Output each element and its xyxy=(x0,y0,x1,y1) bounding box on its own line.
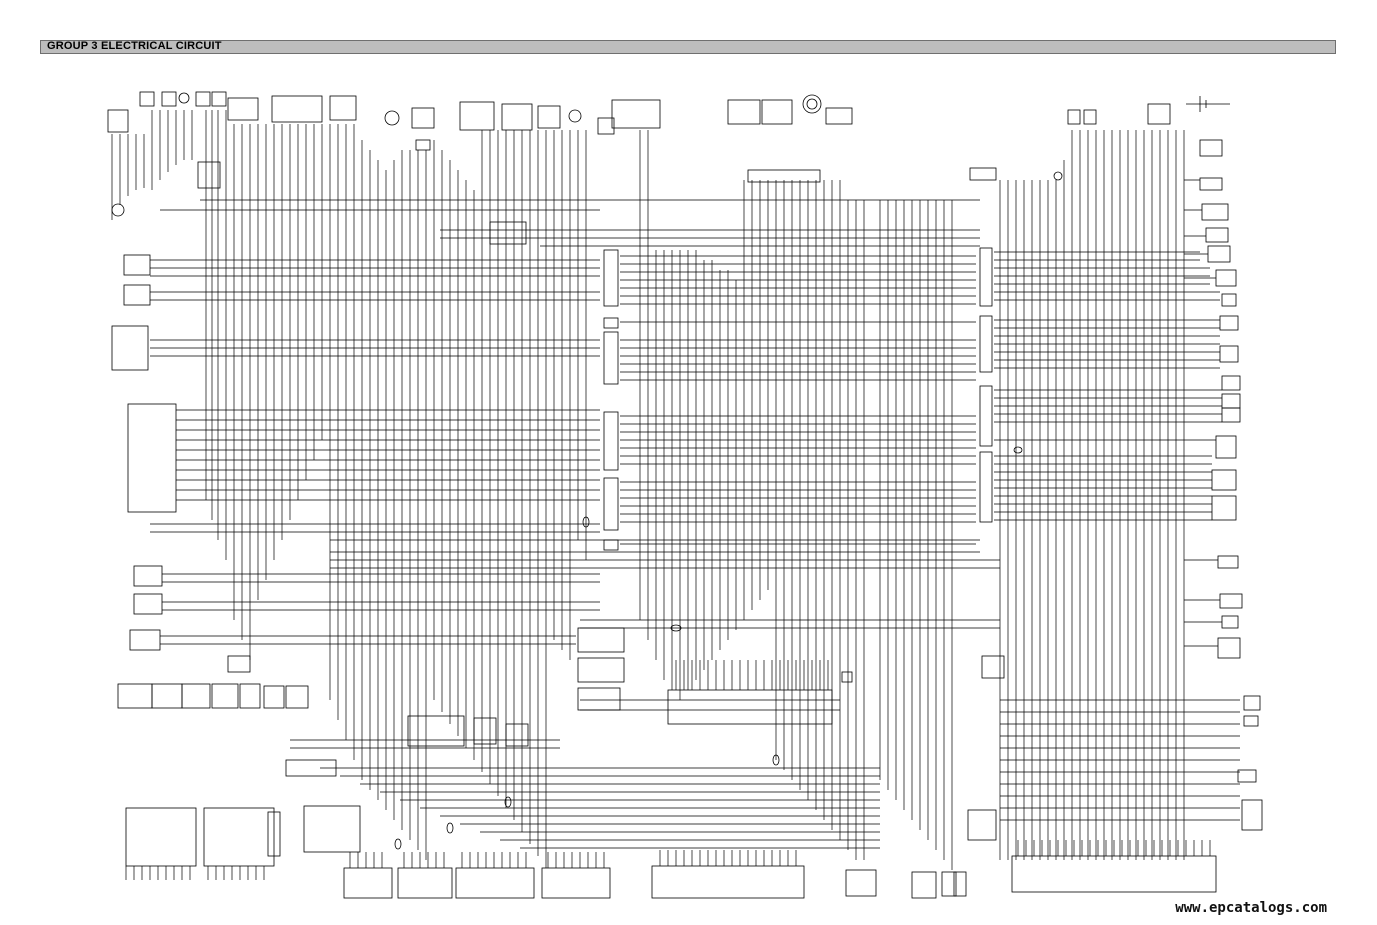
top-left-components xyxy=(107,91,435,217)
console-box xyxy=(727,94,853,183)
bottom-connectors xyxy=(117,627,1217,899)
wiring xyxy=(111,110,1240,880)
watermark-text: www.epcatalogs.com xyxy=(1175,900,1327,916)
junction-marks xyxy=(394,446,1023,850)
battery-components xyxy=(969,96,1230,181)
right-components xyxy=(1199,139,1263,831)
page-title: GROUP 3 ELECTRICAL CIRCUIT xyxy=(47,40,222,52)
left-switches xyxy=(111,254,177,651)
central-connectors xyxy=(603,247,993,551)
section-header: GROUP 3 ELECTRICAL CIRCUIT xyxy=(40,40,1336,54)
